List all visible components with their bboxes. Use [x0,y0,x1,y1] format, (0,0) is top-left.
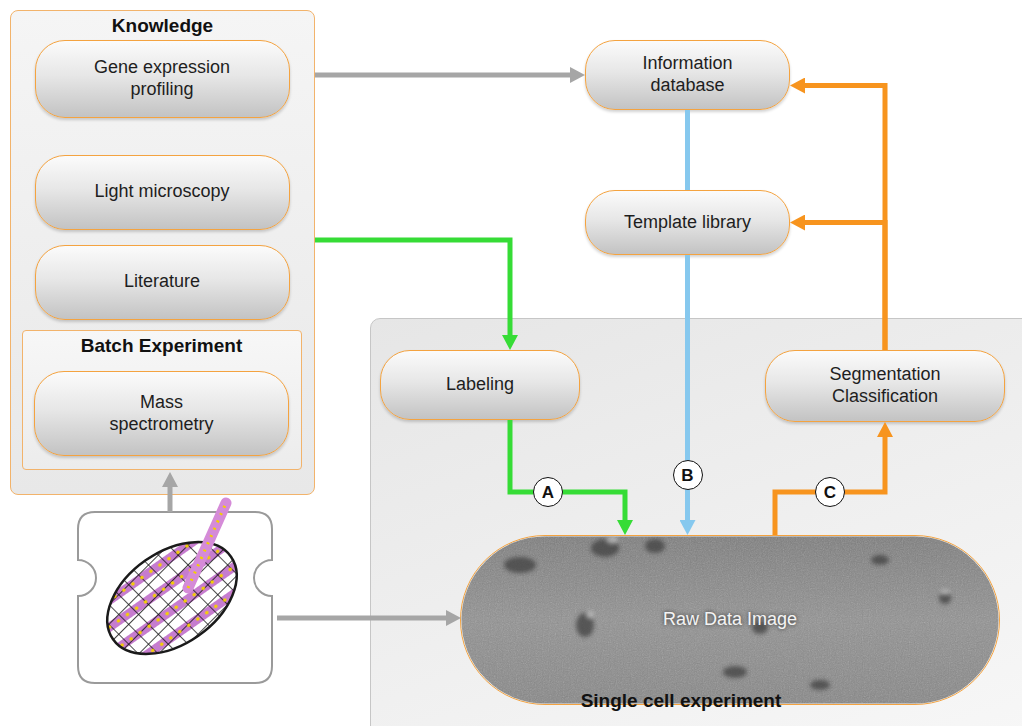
source-box: Light microscopy [35,155,290,230]
box-label: Information database [625,53,750,96]
flow-arrow [510,420,625,520]
box-label: Gene expression profiling [75,57,250,100]
source-box: Gene expression profiling [35,40,290,118]
flow-arrow [685,110,690,190]
raw-image-box: Raw Data Image [460,535,1000,705]
flow-arrow [775,437,885,535]
micrograph [462,537,999,704]
flow-arrow [315,73,570,78]
flow-arrow [315,240,510,335]
sample-grid-illustration [78,503,272,683]
box-label: Light microscopy [94,181,229,203]
callout-letter: B [681,467,693,484]
box-label: Raw Data Image [663,609,797,631]
process-box: Labeling [380,350,580,420]
knowledge-panel: KnowledgeGene expression profilingLight … [10,10,315,495]
process-box: Segmentation Classification [765,350,1005,422]
box-label: Template library [624,212,751,234]
experiment-panel: Single cell experiment Labeling Segmentati… [370,318,1022,726]
flow-arrow [805,223,885,351]
flow-arrow [805,86,885,351]
panel-title: Batch Experiment [23,335,301,358]
box-label: Labeling [446,374,514,396]
panel-title: Single cell experiment [371,690,991,713]
edge-label-badge: A [533,477,563,507]
flow-arrow [685,255,690,520]
batch-panel: Batch ExperimentMass spectrometry [22,330,302,470]
callout-letter: A [542,484,554,501]
box-label: Mass spectrometry [94,392,229,435]
panel-title: Knowledge [11,15,314,38]
source-box: Mass spectrometry [34,371,289,456]
edge-label-badge: B [673,460,703,490]
edge-label-badge: C [815,477,845,507]
callout-letter: C [824,484,836,501]
process-box: Template library [585,190,790,255]
process-box: Information database [585,40,790,110]
box-label: Literature [124,271,200,293]
sample-arrows [162,472,461,626]
box-label: Segmentation Classification [813,364,958,407]
source-box: Literature [35,245,290,320]
